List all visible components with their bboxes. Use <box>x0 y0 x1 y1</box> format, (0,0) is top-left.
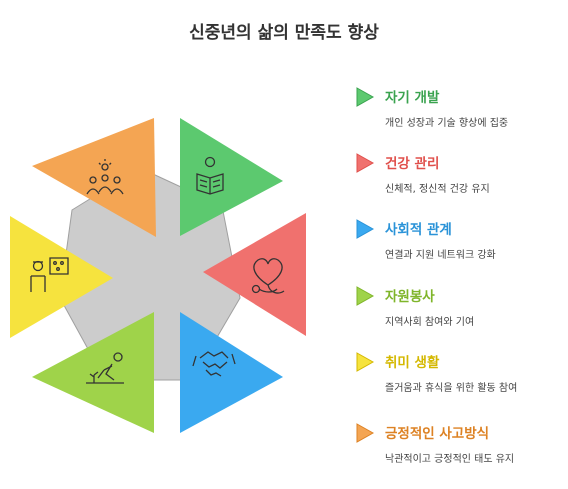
legend-description: 연결과 지원 네트워크 강화 <box>385 250 496 261</box>
stethoscope-heart-icon <box>251 258 285 294</box>
legend-title: 사회적 관계 <box>385 222 452 238</box>
legend-title: 긍정적인 사고방식 <box>385 426 490 442</box>
legend-title: 취미 생활 <box>385 355 440 371</box>
legend-item-volunteer: 자원봉사 지역사회 참여와 기여 <box>355 283 565 333</box>
legend-description: 지역사회 참여와 기여 <box>385 317 475 328</box>
handshake-icon <box>192 351 236 377</box>
painter-palette-icon <box>30 257 69 292</box>
legend-item-hobby: 취미 생활 즐거움과 휴식을 위한 활동 참여 <box>355 349 565 399</box>
segment-social <box>180 312 283 433</box>
segment-self-development <box>180 118 283 236</box>
legend-item-self-development: 자기 개발 개인 성장과 기술 향상에 집중 <box>355 84 565 134</box>
play-triangle-icon <box>356 219 375 239</box>
legend-description: 신체적, 정신적 건강 유지 <box>385 184 490 195</box>
legend-title: 자원봉사 <box>385 289 435 305</box>
legend-title: 건강 관리 <box>385 156 440 172</box>
legend-description: 낙관적이고 긍정적인 태도 유지 <box>385 454 515 465</box>
hexagon-diagram <box>10 118 306 433</box>
legend-title: 자기 개발 <box>385 90 440 106</box>
segment-hobby <box>10 216 113 338</box>
play-triangle-icon <box>356 87 375 107</box>
reading-person-icon <box>196 156 224 195</box>
group-idea-icon <box>86 159 124 195</box>
legend-description: 즐거움과 휴식을 위한 활동 참여 <box>385 383 518 394</box>
page-title: 신중년의 삶의 만족도 향상 <box>189 23 379 43</box>
legend-item-social: 사회적 관계 연결과 지원 네트워크 강화 <box>355 216 565 266</box>
play-triangle-icon <box>356 352 375 372</box>
legend-item-positive-thinking: 긍정적인 사고방식 낙관적이고 긍정적인 태도 유지 <box>355 420 565 470</box>
gardening-person-icon <box>86 352 124 384</box>
legend-item-health: 건강 관리 신체적, 정신적 건강 유지 <box>355 150 565 200</box>
play-triangle-icon <box>356 423 375 443</box>
segment-volunteer <box>32 312 154 433</box>
play-triangle-icon <box>356 153 375 173</box>
legend-description: 개인 성장과 기술 향상에 집중 <box>385 118 509 129</box>
segment-health <box>203 213 306 336</box>
play-triangle-icon <box>356 286 375 306</box>
